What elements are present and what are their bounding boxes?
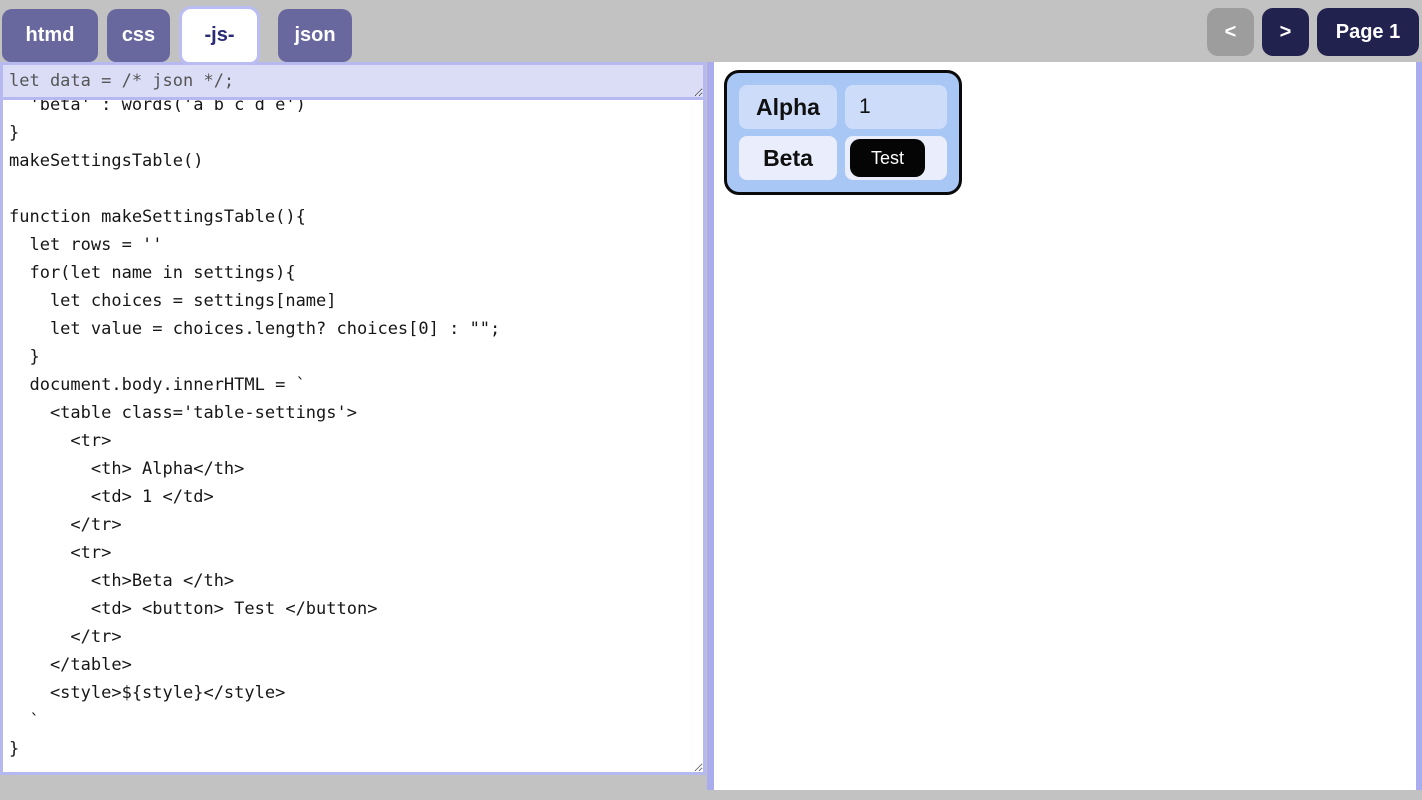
tab-json[interactable]: json	[278, 9, 352, 62]
tab-bar: htmd css -js- json	[0, 0, 1422, 65]
table-header-cell-beta: Beta	[739, 136, 837, 180]
table-header-cell-alpha: Alpha	[739, 85, 837, 129]
next-page-button[interactable]: >	[1262, 8, 1309, 56]
test-button[interactable]: Test	[850, 139, 926, 177]
page-indicator-button[interactable]: Page 1	[1317, 8, 1419, 56]
tab-css[interactable]: css	[107, 9, 170, 62]
prev-page-button[interactable]: <	[1207, 8, 1254, 56]
tab-htmd[interactable]: htmd	[2, 9, 98, 62]
table-value-cell-beta: Test	[845, 136, 947, 180]
data-declaration-input[interactable]: let data = /* json */;	[0, 62, 706, 100]
pager-controls: < > Page 1	[1207, 8, 1419, 56]
table-value-cell-alpha: 1	[845, 85, 947, 129]
settings-table: Alpha 1 Beta Test	[724, 70, 962, 195]
code-editor[interactable]: 'beta' : words('a b c d e') } makeSettin…	[0, 88, 706, 775]
preview-pane: Alpha 1 Beta Test	[707, 62, 1422, 790]
tab-js[interactable]: -js-	[179, 6, 260, 65]
